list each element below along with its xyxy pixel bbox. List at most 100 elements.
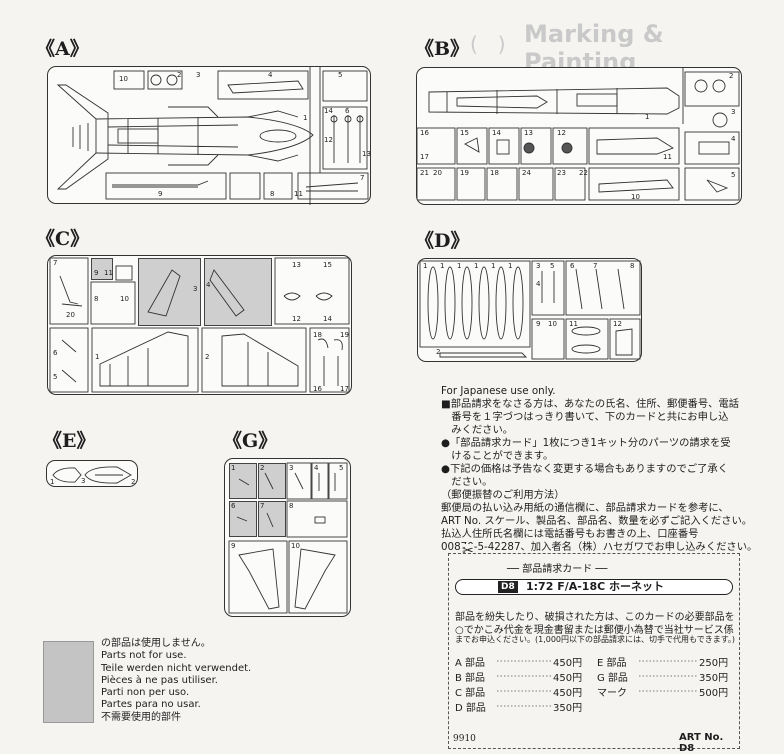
part-drawing-g [228,462,348,614]
unused-parts-swatch [43,641,94,723]
info-line: 払込人住所氏名欄には電話番号もお書きの上、口座番号 [441,528,699,540]
faint-bracket: ( ) [470,32,506,56]
part-number-c-6: 6 [53,349,58,357]
part-number-d-1a: 1 [423,262,428,270]
scissors-icon: ✂ [462,543,474,559]
part-number-d-8: 8 [630,262,635,270]
card-item-price: 350円 [553,703,583,714]
card-item-label: C 部品 [455,688,486,699]
legend-line: Pièces à ne pas utiliser. [101,674,218,686]
card-item-price: 450円 [553,658,583,669]
info-line: ART No. スケール、製品名、部品名、数量を必ずご記入ください。 [441,515,753,527]
part-number-g-7: 7 [260,502,265,510]
legend-line: Parti non per uso. [101,687,190,699]
section-label-b: 《B》 [415,38,470,60]
part-number-c-19: 19 [340,331,349,339]
part-number-c-14: 14 [323,315,332,323]
part-number-g-9: 9 [231,542,236,550]
part-number-g-1: 1 [231,464,236,472]
info-line: 郵便局の払い込み用紙の通信欄に、部品請求カードを参考に、 [441,502,729,514]
info-line: 00870-5-42287、加入者名（株）ハセガワでお申し込みください。 [441,541,758,553]
card-item-label: G 部品 [597,673,628,684]
part-number-c-16: 16 [313,385,322,393]
part-number-b-1: 1 [645,113,650,121]
part-number-b-22: 22 [579,169,588,177]
part-number-b-5: 5 [731,171,736,179]
part-number-d-1b: 1 [440,262,445,270]
part-number-g-3: 3 [289,464,294,472]
parts-order-card: ── 部品請求カード ── D8 1:72 F/A-18C ホーネット 部品を紛… [448,553,740,754]
part-number-d-10: 10 [548,320,557,328]
section-label-e: 《E》 [43,430,96,452]
part-number-e-1: 1 [50,478,55,486]
part-number-b-21: 21 [420,169,429,177]
card-item-label: A 部品 [455,658,486,669]
card-leader-lines [497,660,697,707]
part-number-c-13: 13 [292,261,301,269]
part-number-c-11: 11 [104,269,113,277]
card-item-price: 450円 [553,688,583,699]
card-item-price: 350円 [699,673,729,684]
part-number-c-12: 12 [292,315,301,323]
part-number-b-24: 24 [522,169,531,177]
legend-line: の部品は使用しません。 [101,638,211,649]
fuselage-drawing-a [56,67,369,205]
part-number-b-19: 19 [460,169,469,177]
part-number-d-12: 12 [613,320,622,328]
section-label-g: 《G》 [223,430,278,452]
unused-part-area-g-2 [258,463,286,499]
card-desc-line: ○でかこみ代金を現金書留または郵便小為替で当社サービス係 [455,625,734,636]
part-number-c-7: 7 [53,259,58,267]
part-number-c-4: 4 [206,281,211,289]
info-line: ださい。 [441,476,493,488]
part-number-a-12: 12 [324,136,333,144]
card-code-badge: D8 [498,581,518,593]
card-product-name: 1:72 F/A-18C ホーネット [526,580,665,593]
part-number-c-20: 20 [66,311,75,319]
unused-part-area-g-7 [258,501,286,537]
part-number-d-1c: 1 [457,262,462,270]
fuselage-drawing-b [417,68,740,201]
canopy-drawing-e [52,466,132,484]
part-number-c-5: 5 [53,373,58,381]
unused-parts-legend: の部品は使用しません。 Parts not for use. Teile wer… [101,638,251,724]
part-number-g-5: 5 [339,464,344,472]
part-number-a-10: 10 [119,75,128,83]
part-number-e-3: 3 [81,477,86,485]
part-number-b-17: 17 [420,153,429,161]
section-label-a: 《A》 [36,38,89,60]
part-number-c-10: 10 [120,295,129,303]
sprue-tree-d: 1 1 1 1 1 1 3 5 6 4 7 8 9 10 11 12 2 [417,258,642,362]
info-line: ●「部品請求カード」1枚につき1キット分のパーツの請求を受 [441,437,731,449]
part-number-a-8: 8 [270,190,275,198]
card-item-label: マーク [597,688,627,699]
card-item-price: 500円 [699,688,729,699]
legend-line: Partes para no usar. [101,699,201,711]
part-number-b-15: 15 [460,129,469,137]
part-number-g-2: 2 [260,464,265,472]
part-number-c-8: 8 [94,295,99,303]
card-item-label: B 部品 [455,673,486,684]
part-number-a-1: 1 [303,114,308,122]
part-number-a-9: 9 [158,190,163,198]
part-number-d-1d: 1 [474,262,479,270]
part-number-b-20: 20 [433,169,442,177]
part-number-d-4: 4 [536,280,541,288]
part-number-g-10: 10 [291,542,300,550]
card-item-price: 250円 [699,658,729,669]
sprue-tree-a: 10 2 3 4 5 1 14 6 12 13 9 8 11 7 [47,66,371,205]
sprue-tree-c: 7 20 9 11 8 10 3 4 13 15 12 14 6 5 1 2 1… [47,255,352,395]
card-item-price: 450円 [553,673,583,684]
part-number-c-9: 9 [94,269,99,277]
card-code-number: 9910 [453,734,476,744]
tank-drawing-d [419,260,641,360]
info-line: For Japanese use only. [441,385,556,397]
info-line: ■部品請求をなさる方は、あなたの氏名、住所、郵便番号、電話 [441,398,740,410]
part-number-e-2: 2 [131,478,136,486]
card-title: ── 部品請求カード ── [507,564,608,575]
part-number-b-13: 13 [524,129,533,137]
part-number-c-2: 2 [205,353,210,361]
part-number-g-4: 4 [314,464,319,472]
card-item-label: E 部品 [597,658,627,669]
sprue-tree-e: 1 3 2 [46,460,138,487]
